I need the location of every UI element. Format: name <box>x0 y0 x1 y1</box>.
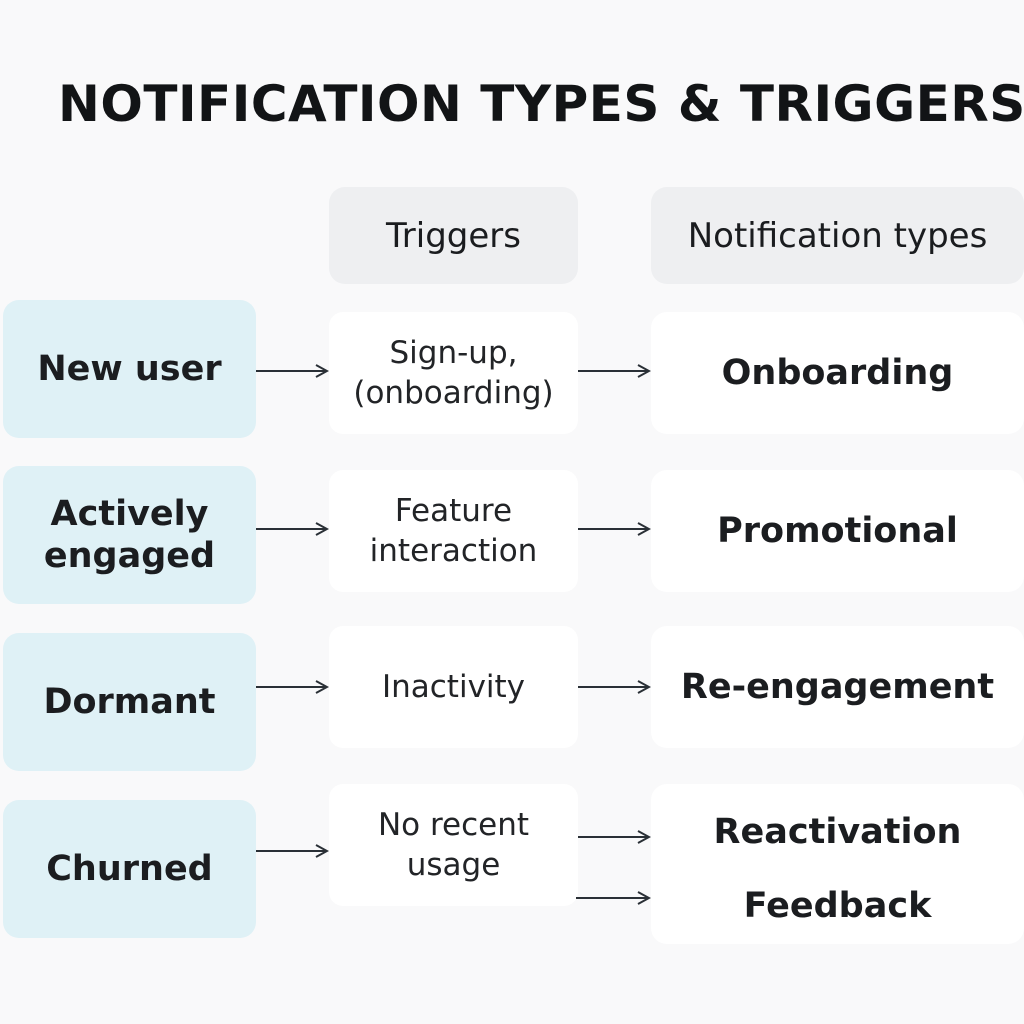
notification-type-promotional: Promotional <box>651 470 1024 592</box>
user-state-label: Dormant <box>43 682 216 722</box>
trigger-label: Inactivity <box>381 669 526 705</box>
notification-type-re-engagement: Re-engagement <box>651 626 1024 748</box>
notification-type-label: Promotional <box>717 511 958 551</box>
user-state-new-user: New user <box>3 300 256 438</box>
trigger-no-recent-usage: No recent usage <box>329 784 578 906</box>
user-state-dormant: Dormant <box>3 633 256 771</box>
user-state-churned: Churned <box>3 800 256 938</box>
page-title: NOTIFICATION TYPES & TRIGGERS <box>58 75 1024 133</box>
notification-types-churned: Reactivation Feedback <box>651 784 1024 944</box>
trigger-sign-up: Sign-up, (onboarding) <box>329 312 578 434</box>
trigger-inactivity: Inactivity <box>329 626 578 748</box>
notification-type-reactivation: Reactivation <box>713 812 962 852</box>
trigger-label: Sign-up, (onboarding) <box>353 335 554 411</box>
triggers-column-header: Triggers <box>329 187 578 284</box>
user-state-label: Actively engaged <box>43 494 216 576</box>
trigger-label: No recent usage <box>377 807 530 883</box>
notification-type-label: Onboarding <box>721 353 954 393</box>
notification-types-column-header: Notification types <box>651 187 1024 284</box>
triggers-header-label: Triggers <box>386 215 521 256</box>
notification-type-onboarding: Onboarding <box>651 312 1024 434</box>
trigger-feature-interaction: Feature interaction <box>329 470 578 592</box>
notification-types-header-label: Notification types <box>687 215 988 256</box>
notification-type-feedback: Feedback <box>743 886 932 926</box>
user-state-label: Churned <box>46 849 213 889</box>
trigger-label: Feature interaction <box>369 493 538 569</box>
user-state-actively-engaged: Actively engaged <box>3 466 256 604</box>
user-state-label: New user <box>37 349 222 389</box>
notification-type-label: Re-engagement <box>680 667 995 707</box>
